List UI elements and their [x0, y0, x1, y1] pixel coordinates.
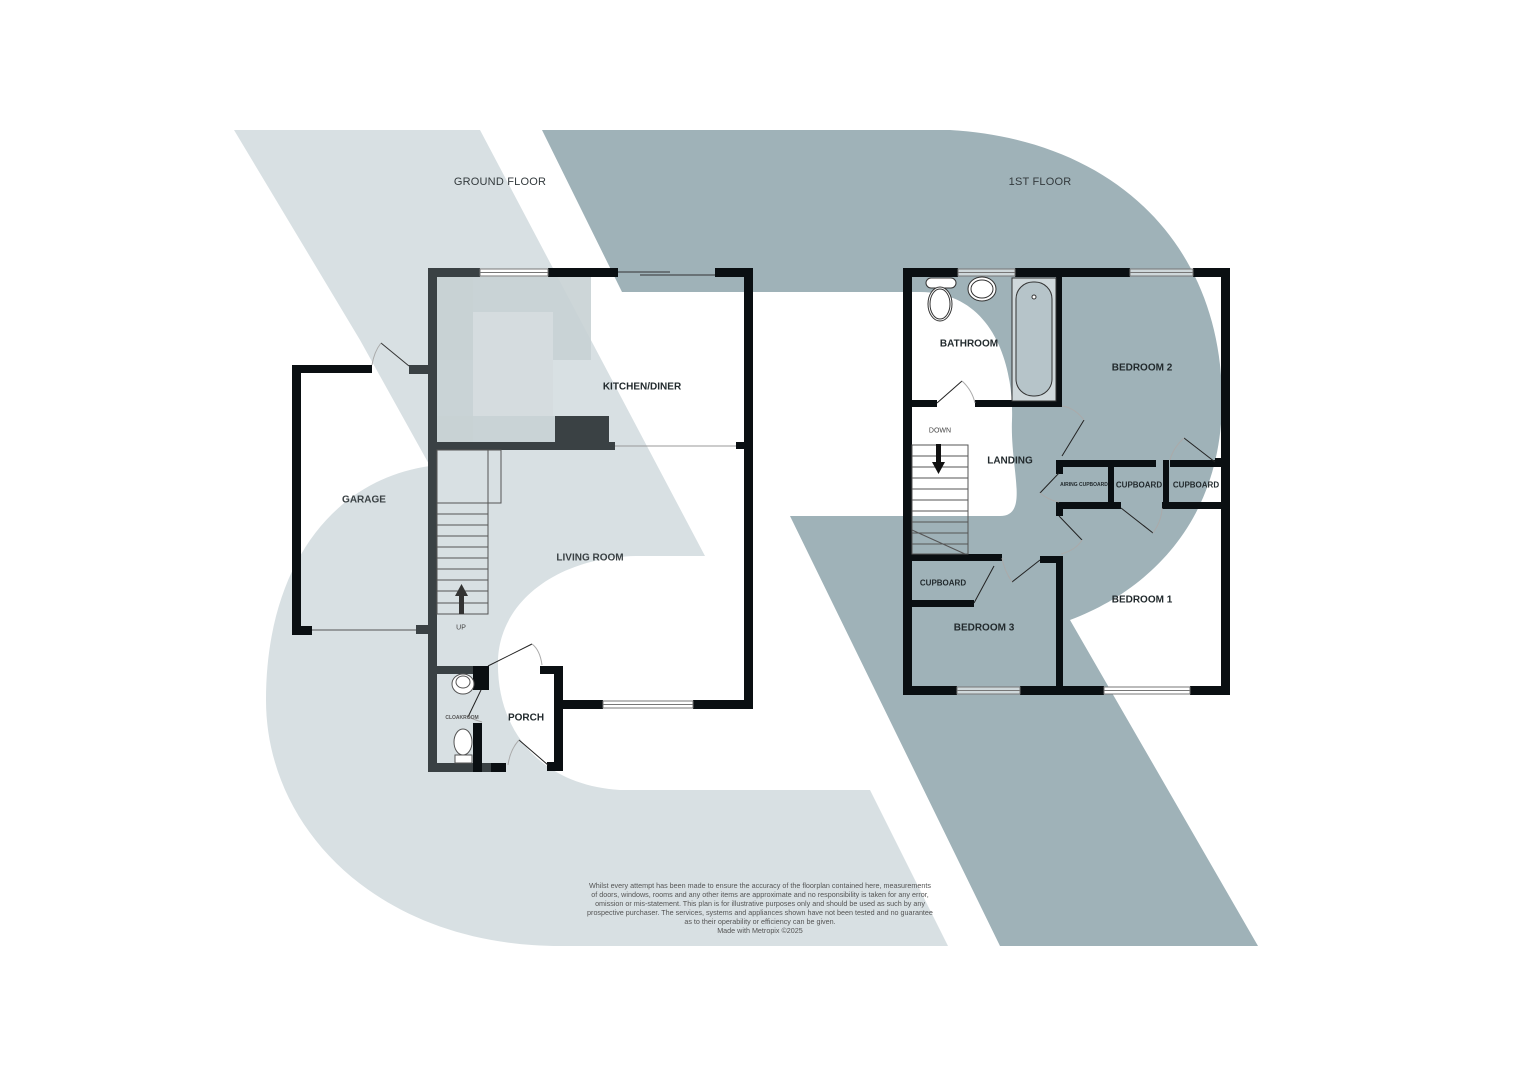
ground-floor-title: GROUND FLOOR	[453, 176, 547, 188]
room-label-cupboard-bedroom-3: CUPBOARD	[919, 578, 967, 588]
room-label-landing: LANDING	[987, 455, 1033, 467]
room-label-bedroom-3: BEDROOM 3	[953, 622, 1015, 634]
room-label-kitchen-diner: KITCHEN/DINER	[602, 381, 682, 393]
ground-stairs	[436, 449, 502, 615]
disclaimer: Whilst every attempt has been made to en…	[560, 881, 960, 935]
first-floor-title: 1ST FLOOR	[1008, 176, 1072, 188]
disclaimer-line: as to their operability or efficiency ca…	[684, 917, 836, 926]
watermark-light-shape	[234, 130, 948, 946]
disclaimer-credit: Made with Metropix ©2025	[717, 926, 803, 935]
disclaimer-line: prospective purchaser. The services, sys…	[587, 908, 933, 917]
room-label-porch: PORCH	[507, 712, 545, 724]
stairs-up-label: UP	[456, 624, 466, 632]
watermark-logo	[234, 130, 1258, 946]
first-floor-plan	[903, 268, 1230, 695]
room-label-garage: GARAGE	[342, 494, 386, 506]
disclaimer-line: omission or mis-statement. This plan is …	[595, 899, 925, 908]
bathroom-fixtures	[925, 276, 1057, 402]
room-label-cupboard-right: CUPBOARD	[1172, 480, 1220, 490]
disclaimer-line: of doors, windows, rooms and any other i…	[591, 890, 929, 899]
disclaimer-line: Whilst every attempt has been made to en…	[589, 881, 931, 890]
room-label-cloakroom: CLOAKROOM	[445, 715, 479, 721]
ground-floor-plan	[292, 268, 753, 772]
watermark-dark-shape	[542, 130, 1258, 946]
room-label-airing-cupboard: AIRING CUPBOARD	[1060, 482, 1108, 488]
oven-unit	[555, 416, 609, 445]
room-label-bedroom-1: BEDROOM 1	[1111, 594, 1173, 606]
stairs-up-arrow-icon	[455, 584, 468, 614]
stairs-down-arrow-icon	[932, 444, 945, 474]
room-label-bathroom: BATHROOM	[939, 338, 999, 350]
room-label-bedroom-2: BEDROOM 2	[1111, 362, 1173, 374]
room-label-living-room: LIVING ROOM	[556, 552, 624, 564]
room-label-cupboard-middle: CUPBOARD	[1115, 480, 1163, 490]
stairs-down-label: DOWN	[928, 427, 952, 435]
